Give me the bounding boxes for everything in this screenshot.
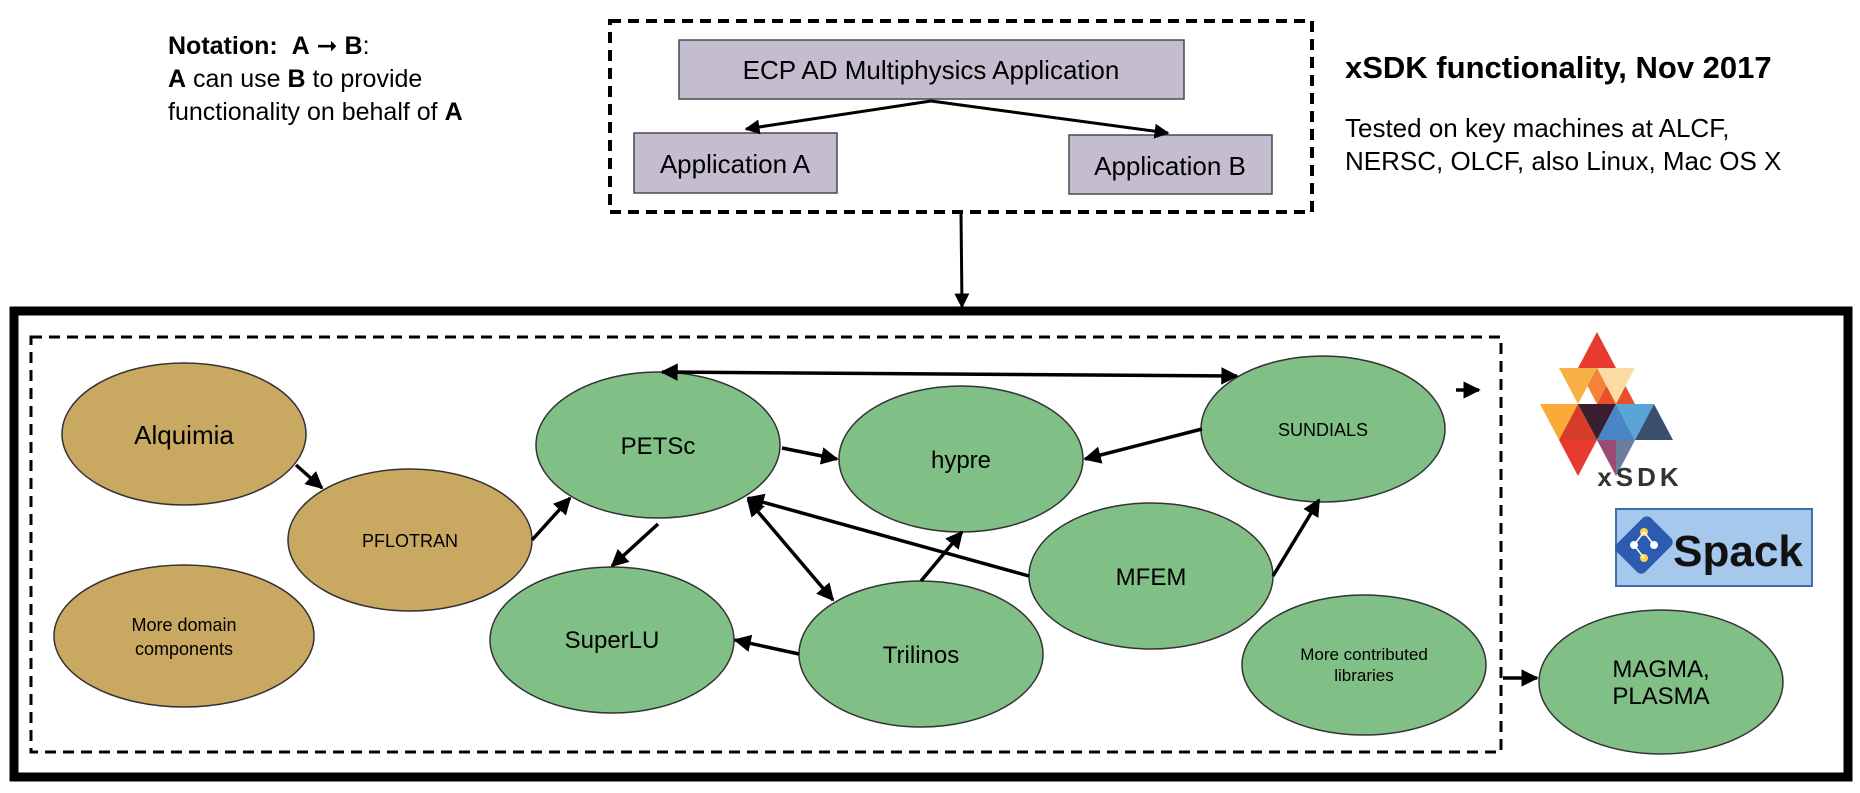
arrow-mfem-to-sundials xyxy=(1271,498,1321,577)
arrow-trilinos-to-superlu xyxy=(733,634,800,656)
notation-line2-a: A xyxy=(168,65,187,93)
main-application-label: ECP AD Multiphysics Application xyxy=(743,55,1120,85)
arrow-petsc-to-hypre xyxy=(781,446,839,465)
arrow-sundials-to-hypre xyxy=(1083,427,1203,464)
arrow-main-to-b xyxy=(930,99,1170,139)
arrow-app-to-xsdk xyxy=(954,211,970,309)
notation-line3-a: A xyxy=(444,98,463,126)
notation-heading-line: Notation: A ➞ B: xyxy=(168,32,370,60)
application-a-label: Application A xyxy=(660,149,811,179)
application-b-label: Application B xyxy=(1094,151,1246,181)
magma-label-line2: PLASMA xyxy=(1612,683,1709,710)
arrow-petsc-to-superlu xyxy=(610,522,660,568)
notation-heading: Notation: xyxy=(168,32,278,60)
xsdk-inner-dashed-frame xyxy=(29,335,1503,754)
xsdk-logo-text: xSDK xyxy=(1597,462,1682,492)
alquimia-node xyxy=(61,362,307,506)
trilinos-label: Trilinos xyxy=(883,642,959,669)
petsc-label: PETSc xyxy=(621,433,696,460)
main-application-box xyxy=(678,39,1185,100)
hypre-label: hypre xyxy=(931,447,991,474)
magma-plasma-node xyxy=(1538,609,1784,755)
notation-line2-b: B xyxy=(287,65,306,93)
spack-logo: Spack xyxy=(1615,508,1813,587)
page-subtitle: Tested on key machines at ALCF, NERSC, O… xyxy=(1345,113,1782,176)
magma-label-line1: MAGMA, xyxy=(1612,656,1709,683)
more-contrib-label-line2: libraries xyxy=(1334,666,1394,685)
notation-arrow-icon: ➞ xyxy=(316,32,338,60)
notation-arrow-to: B xyxy=(344,32,363,60)
more-contributed-libraries-node xyxy=(1241,594,1487,736)
arrow-petsc-trilinos xyxy=(746,498,835,602)
notation-line2: A can use B to provide xyxy=(168,63,463,96)
petsc-node xyxy=(535,371,781,519)
more-contrib-label-line1: More contributed xyxy=(1300,645,1428,664)
arrow-trilinos-to-hypre xyxy=(919,530,964,583)
more-domain-label-line2: components xyxy=(135,639,233,659)
notation-legend: Notation: A ➞ B: A can use B to provide … xyxy=(168,30,463,129)
xsdk-logo: xSDK xyxy=(1540,332,1682,492)
alquimia-label: Alquimia xyxy=(134,420,234,450)
arrow-petsc-sundials xyxy=(660,363,1239,385)
more-domain-label-line1: More domain xyxy=(131,615,236,635)
more-domain-components-node xyxy=(53,564,315,708)
xsdk-frame xyxy=(9,306,1853,782)
superlu-label: SuperLU xyxy=(565,627,660,654)
notation-line2-text: can use xyxy=(186,65,288,93)
arrow-pflotran-to-petsc xyxy=(530,496,572,542)
arrow-mfem-to-petsc xyxy=(746,493,1030,578)
notation-line3: functionality on behalf of A xyxy=(168,96,463,129)
title-block: xSDK functionality, Nov 2017 Tested on k… xyxy=(1345,50,1815,178)
mfem-label: MFEM xyxy=(1116,564,1187,591)
arrow-main-to-a xyxy=(744,99,932,135)
notation-line3-text: functionality on behalf of xyxy=(168,98,445,126)
spack-logo-text: Spack xyxy=(1673,527,1803,576)
application-b-box xyxy=(1068,134,1273,195)
arrow-alquimia-to-pflotran xyxy=(294,463,324,490)
pflotran-label: PFLOTRAN xyxy=(362,531,458,551)
application-a-box xyxy=(633,132,838,194)
page-title: xSDK functionality, Nov 2017 xyxy=(1345,50,1772,85)
notation-arrow-from: A xyxy=(291,32,310,60)
notation-line2-end: to provide xyxy=(305,65,423,93)
sundials-label: SUNDIALS xyxy=(1278,420,1368,440)
